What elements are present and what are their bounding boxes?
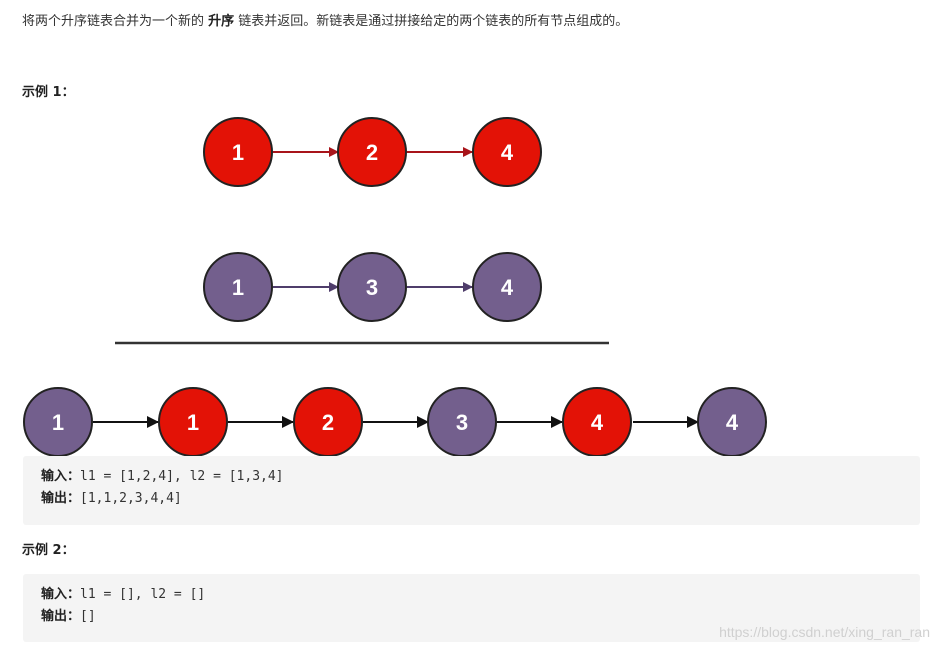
input-label: 输入： bbox=[41, 469, 81, 484]
example-2-code-block: 输入：l1 = [], l2 = [] 输出：[] bbox=[23, 574, 920, 642]
merged-node-5: 4 bbox=[562, 387, 632, 457]
svg-text:4: 4 bbox=[591, 410, 604, 435]
list2-node-2: 3 bbox=[337, 252, 407, 322]
svg-text:3: 3 bbox=[456, 410, 468, 435]
example-1-input-line: 输入：l1 = [1,2,4], l2 = [1,3,4] bbox=[41, 466, 902, 488]
merged-node-3: 2 bbox=[293, 387, 363, 457]
svg-text:4: 4 bbox=[501, 275, 514, 300]
example-2-output-line: 输出：[] bbox=[41, 606, 902, 628]
output-label: 输出： bbox=[41, 491, 81, 506]
svg-text:2: 2 bbox=[322, 410, 334, 435]
description-prefix: 将两个升序链表合并为一个新的 bbox=[22, 14, 209, 29]
merged-node-6: 4 bbox=[697, 387, 767, 457]
example-2-title: 示例 2： bbox=[22, 543, 75, 558]
svg-text:1: 1 bbox=[232, 140, 244, 165]
input-value: l1 = [1,2,4], l2 = [1,3,4] bbox=[80, 469, 284, 484]
merged-node-2: 1 bbox=[158, 387, 228, 457]
list1-node-3: 4 bbox=[472, 117, 542, 187]
output-value: [] bbox=[80, 609, 96, 624]
example-1-code-block: 输入：l1 = [1,2,4], l2 = [1,3,4] 输出：[1,1,2,… bbox=[23, 456, 920, 525]
svg-text:4: 4 bbox=[726, 410, 739, 435]
list1-node-2: 2 bbox=[337, 117, 407, 187]
problem-description: 将两个升序链表合并为一个新的 升序 链表并返回。新链表是通过拼接给定的两个链表的… bbox=[22, 12, 628, 32]
description-emphasis: 升序 bbox=[208, 14, 235, 29]
svg-text:3: 3 bbox=[366, 275, 378, 300]
list1-node-1: 1 bbox=[203, 117, 273, 187]
svg-text:1: 1 bbox=[52, 410, 64, 435]
input-value: l1 = [], l2 = [] bbox=[80, 587, 206, 602]
input-label: 输入： bbox=[41, 587, 81, 602]
output-label: 输出： bbox=[41, 609, 81, 624]
example-1-output-line: 输出：[1,1,2,3,4,4] bbox=[41, 488, 902, 510]
linked-list-diagram: 1 2 4 1 3 4 1 1 2 3 bbox=[23, 117, 767, 457]
merged-node-4: 3 bbox=[427, 387, 497, 457]
svg-text:4: 4 bbox=[501, 140, 514, 165]
merged-node-1: 1 bbox=[23, 387, 93, 457]
example-1-title: 示例 1： bbox=[22, 85, 75, 100]
description-suffix: 链表并返回。新链表是通过拼接给定的两个链表的所有节点组成的。 bbox=[234, 14, 629, 29]
list2-node-1: 1 bbox=[203, 252, 273, 322]
svg-text:2: 2 bbox=[366, 140, 378, 165]
svg-text:1: 1 bbox=[187, 410, 199, 435]
example-2-input-line: 输入：l1 = [], l2 = [] bbox=[41, 584, 902, 606]
list2-node-3: 4 bbox=[472, 252, 542, 322]
output-value: [1,1,2,3,4,4] bbox=[80, 491, 182, 506]
svg-text:1: 1 bbox=[232, 275, 244, 300]
watermark: https://blog.csdn.net/xing_ran_ran bbox=[719, 624, 930, 640]
